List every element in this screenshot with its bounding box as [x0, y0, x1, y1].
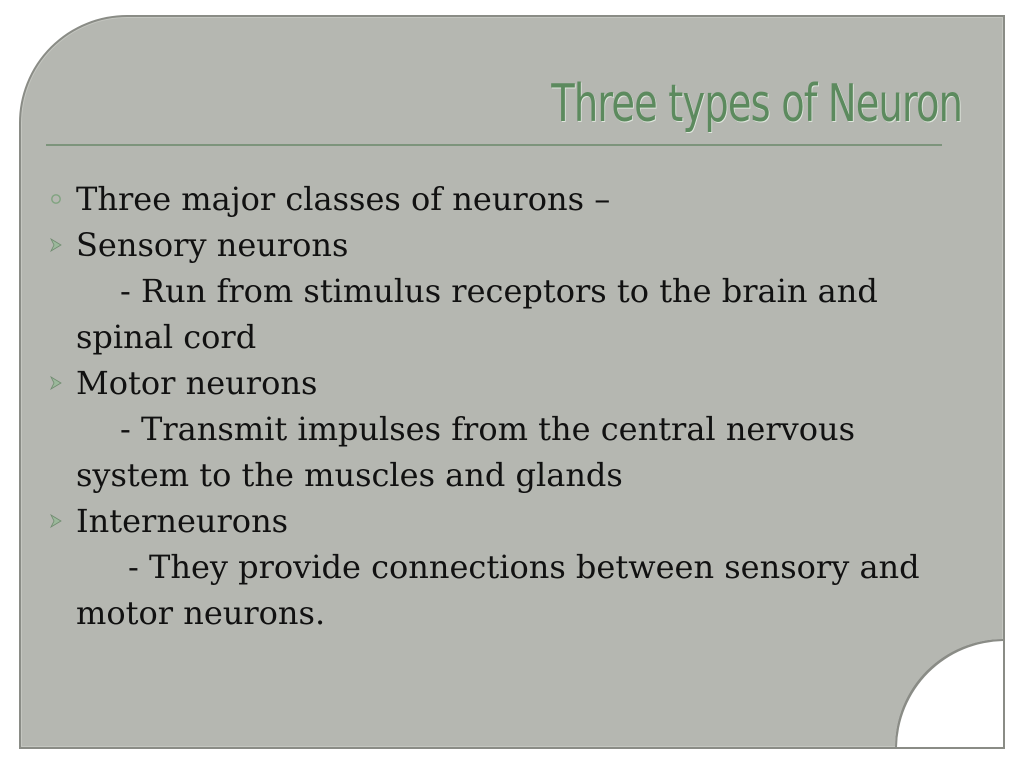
slide-panel: [19, 15, 1005, 749]
slide-body: Three major classes of neurons – Sensory…: [44, 176, 924, 636]
arrowhead-bullet-icon: [44, 498, 68, 544]
item-description-text: - They provide connections between senso…: [76, 548, 920, 632]
intro-bullet-item: Three major classes of neurons –: [44, 176, 924, 222]
title-divider: [46, 144, 942, 146]
list-item-motor: Motor neurons: [44, 360, 924, 406]
item-description-text: - Transmit impulses from the central ner…: [76, 410, 856, 494]
arrowhead-bullet-icon: [44, 360, 68, 406]
list-item-sensory: Sensory neurons: [44, 222, 924, 268]
arrowhead-bullet-icon: [44, 222, 68, 268]
circle-bullet-icon: [44, 176, 68, 222]
item-heading: Motor neurons: [76, 364, 318, 402]
slide-title: Three types of Neuron: [551, 74, 963, 134]
item-description: - They provide connections between senso…: [44, 544, 924, 636]
item-heading: Interneurons: [76, 502, 289, 540]
item-heading: Sensory neurons: [76, 226, 349, 264]
item-description: - Run from stimulus receptors to the bra…: [44, 268, 924, 360]
item-description: - Transmit impulses from the central ner…: [44, 406, 924, 498]
list-item-interneurons: Interneurons: [44, 498, 924, 544]
panel-corner-cut: [895, 639, 1003, 747]
item-description-text: - Run from stimulus receptors to the bra…: [76, 272, 878, 356]
intro-text: Three major classes of neurons –: [76, 180, 611, 218]
